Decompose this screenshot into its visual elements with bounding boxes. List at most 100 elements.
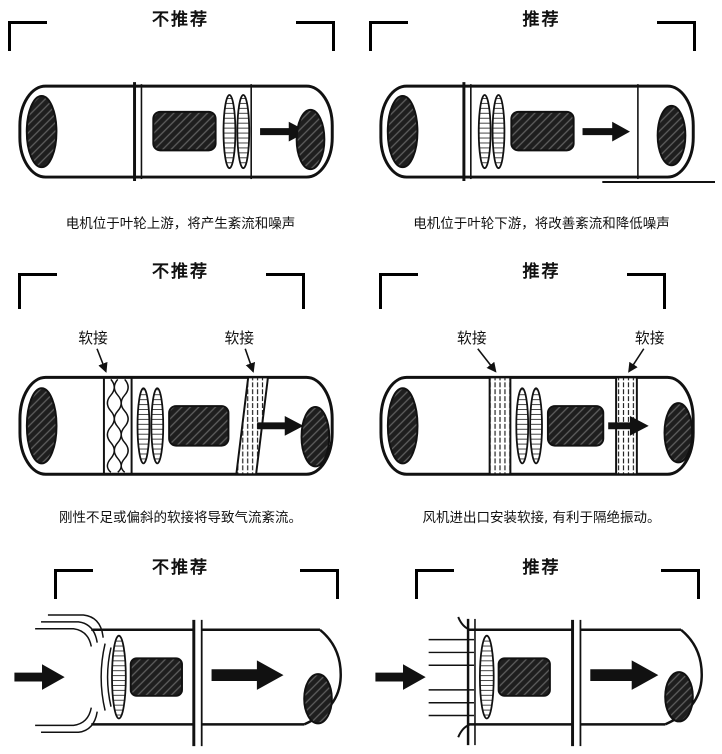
duct-fan-diagram — [8, 76, 354, 205]
pipe-inlet-opening — [25, 387, 57, 465]
impeller-blade — [110, 634, 127, 720]
inlet-streamlines — [34, 614, 104, 734]
inlet-vortex-arcs — [99, 643, 112, 711]
duct-pipe — [17, 375, 334, 476]
flange — [461, 82, 472, 182]
corner-bracket-left-icon — [379, 273, 418, 309]
fan-casing — [90, 628, 194, 726]
soft-joint-label-right: 软接 — [634, 330, 664, 347]
pipe-inlet-opening — [386, 387, 418, 465]
panel-title: 不推荐 — [152, 262, 209, 282]
duct-fan-drawing — [13, 614, 342, 747]
duct-pipe — [378, 84, 695, 179]
duct-fan-drawing — [17, 82, 334, 182]
corner-bracket-right-icon — [296, 21, 335, 51]
pipe-inlet-opening — [386, 95, 418, 169]
panel-caption: 电机位于叶轮上游，将产生紊流和噪声 — [65, 216, 296, 232]
soft-joint-skewed — [234, 376, 269, 476]
soft-joint-band-left — [488, 376, 511, 476]
inlet-flange — [466, 618, 476, 746]
duct-fan-drawing — [378, 82, 715, 184]
duct-fan-diagram — [369, 76, 715, 205]
panel-motor-downstream: 推荐 电机位于叶轮下游，将改善紊流和降低噪声 — [361, 0, 722, 252]
flow-arrow-icon — [582, 121, 630, 142]
duct-fan-drawing — [374, 616, 703, 747]
panel-header: 推荐 — [361, 0, 722, 51]
panel-header: 推荐 — [361, 548, 722, 599]
inlet-flow-arrow-icon — [13, 664, 65, 690]
flow-arrow-icon — [211, 660, 284, 690]
flange — [570, 619, 581, 747]
panel-title: 推荐 — [522, 10, 561, 30]
soft-joint-wavy — [102, 377, 133, 475]
soft-joint-label-right: 软接 — [224, 330, 254, 347]
panel-good-flex-joints: 推荐 软接 软接 风机进出口安装软接, 有利于隔绝振动。 — [361, 252, 722, 548]
inlet-streamlines — [428, 638, 474, 717]
duct-fan-drawing: 软接 软接 — [17, 330, 334, 476]
panel-title: 不推荐 — [152, 558, 209, 578]
flange — [132, 82, 142, 182]
impeller-blade — [478, 634, 495, 720]
impeller-blades — [222, 94, 250, 170]
flow-arrow-icon — [607, 415, 649, 436]
duct-fan-diagram: 软接 软接 — [369, 328, 715, 494]
panel-title: 不推荐 — [152, 10, 209, 30]
corner-bracket-right-icon — [657, 21, 696, 51]
motor-block — [509, 110, 575, 152]
panel-caption: 电机位于叶轮下游，将改善紊流和降低噪声 — [413, 216, 670, 232]
motor-block — [497, 657, 551, 697]
impeller-blades — [136, 387, 164, 465]
impeller-blades — [514, 387, 543, 465]
soft-joint-pointer-right — [243, 348, 255, 373]
corner-bracket-right-icon — [300, 569, 339, 599]
pipe-outlet-opening — [300, 406, 330, 468]
soft-joint-pointer-right — [627, 348, 644, 373]
duct-pipe — [17, 84, 334, 179]
flange — [191, 619, 203, 747]
panel-title: 推荐 — [522, 262, 561, 282]
duct-pipe — [378, 375, 695, 476]
pipe-outlet-opening — [663, 671, 694, 723]
panel-motor-upstream: 不推荐 电机位于叶轮上游，将产生紊流和噪声 — [0, 0, 361, 252]
corner-bracket-left-icon — [369, 21, 408, 51]
impeller-blades — [477, 94, 505, 170]
duct-fan-diagram — [369, 614, 715, 752]
panel-header: 不推荐 — [0, 252, 361, 309]
panel-title: 推荐 — [522, 558, 561, 578]
soft-joint-label-left: 软接 — [457, 330, 487, 347]
motor-block — [167, 405, 229, 447]
pipe-inlet-opening — [25, 95, 57, 169]
duct-fan-drawing: 软接 软接 — [378, 330, 695, 476]
fan-casing — [467, 628, 573, 726]
corner-bracket-left-icon — [54, 569, 93, 599]
inlet-flow-arrow-icon — [374, 664, 426, 690]
panel-poor-inlet: 不推荐 — [0, 548, 361, 754]
soft-joint-pointer-left — [95, 348, 107, 373]
flow-arrow-icon — [256, 415, 304, 436]
pipe-outlet-opening — [295, 108, 325, 171]
panel-caption: 风机进出口安装软接, 有利于隔绝振动。 — [422, 510, 661, 526]
duct-fan-diagram — [8, 614, 354, 752]
duct-fan-diagram: 软接 软接 — [8, 328, 354, 494]
corner-bracket-right-icon — [661, 569, 700, 599]
motor-block — [129, 657, 183, 697]
corner-bracket-left-icon — [8, 21, 47, 51]
motor-block — [546, 405, 604, 447]
soft-joint-label-left: 软接 — [78, 330, 108, 347]
pipe-outlet-opening — [302, 673, 333, 725]
pipe-outlet-opening — [663, 402, 693, 464]
panel-header: 推荐 — [361, 252, 722, 309]
corner-bracket-right-icon — [627, 273, 666, 309]
flow-arrow-icon — [589, 660, 658, 690]
panel-smooth-inlet: 推荐 — [361, 548, 722, 754]
panel-bad-flex-joints: 不推荐 软接 软接 — [0, 252, 361, 548]
corner-bracket-left-icon — [415, 569, 454, 599]
panel-caption: 刚性不足或偏斜的软接将导致气流紊流。 — [59, 510, 302, 526]
flow-arrow-icon — [259, 121, 308, 142]
motor-block — [151, 110, 217, 152]
soft-joint-pointer-left — [476, 348, 496, 373]
corner-bracket-right-icon — [266, 273, 305, 309]
panel-header: 不推荐 — [0, 0, 361, 51]
panel-header: 不推荐 — [0, 548, 361, 599]
